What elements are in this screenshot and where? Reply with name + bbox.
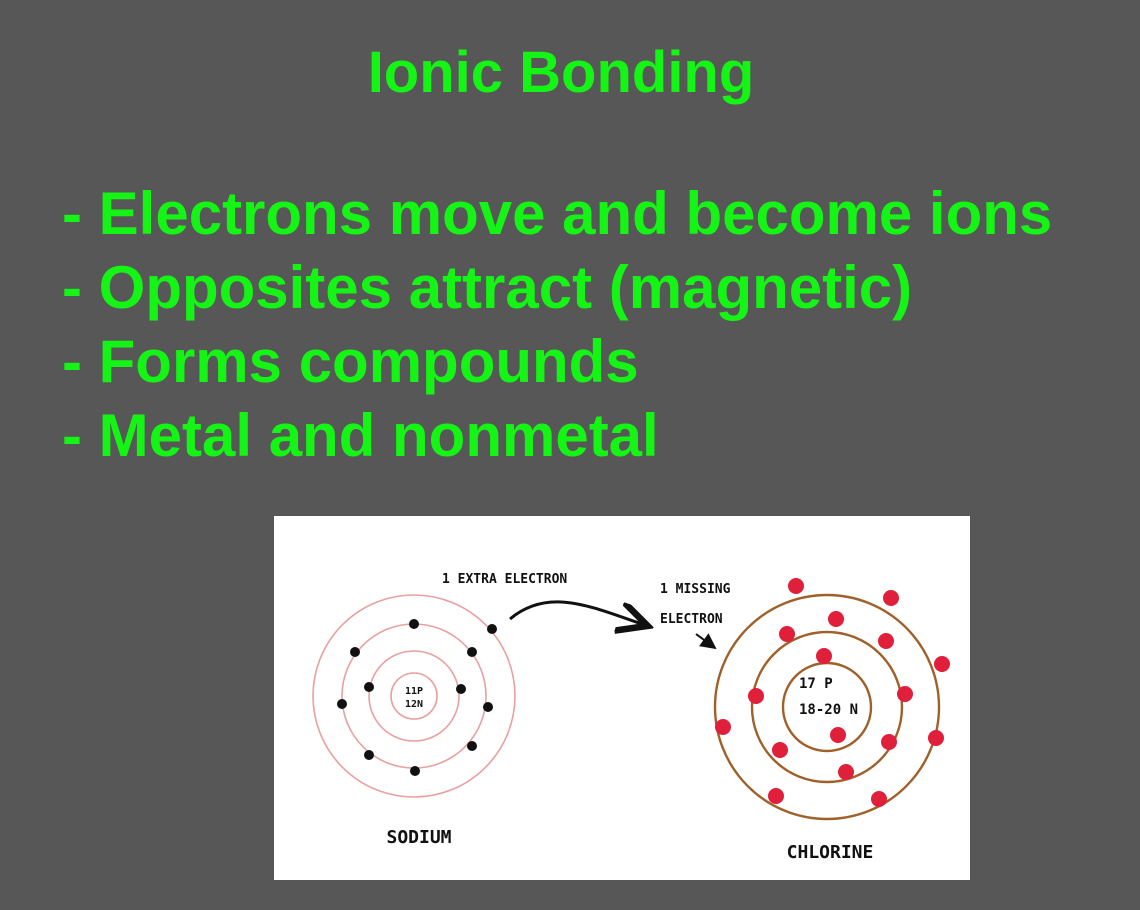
slide-title: Ionic Bonding [367, 40, 755, 105]
electron [409, 619, 419, 629]
chlorine-neutrons: 18-20 N [799, 702, 858, 718]
electron [878, 633, 894, 649]
extra-electron-label: 1 EXTRA ELECTRON [442, 572, 567, 587]
missing-electron-pointer [695, 633, 717, 650]
electron-transfer-arrow [509, 600, 642, 624]
electron [483, 702, 493, 712]
missing-electron-label-line2: ELECTRON [660, 612, 723, 627]
electron [897, 686, 913, 702]
electron [364, 750, 374, 760]
chlorine-middle-shell [750, 630, 904, 784]
electron [871, 791, 887, 807]
electron [883, 590, 899, 606]
electron [788, 578, 804, 594]
sodium-protons: 11P [405, 686, 423, 697]
electron [748, 688, 764, 704]
chlorine-atom: 17 P 18-20 N [713, 578, 950, 863]
chlorine-label: CHLORINE [787, 842, 874, 863]
electron [364, 682, 374, 692]
bullet-item: - Electrons move and become ions [62, 180, 1053, 247]
sodium-outer-shell [312, 594, 516, 798]
electron [830, 727, 846, 743]
electron [337, 699, 347, 709]
bullet-list: - Electrons move and become ions - Oppos… [62, 177, 1052, 473]
diagram-svg: 11P 12N SODIUM 1 [312, 572, 950, 863]
electron [881, 734, 897, 750]
sodium-inner-shell [368, 650, 460, 742]
chlorine-outer-shell [713, 593, 941, 821]
electron [828, 611, 844, 627]
electron [487, 624, 497, 634]
electron [350, 647, 360, 657]
sodium-atom: 11P 12N SODIUM [312, 594, 516, 848]
electron [715, 719, 731, 735]
electron [467, 741, 477, 751]
electron [768, 788, 784, 804]
electron [928, 730, 944, 746]
bullet-item: - Metal and nonmetal [62, 402, 659, 469]
electron [779, 626, 795, 642]
electron [456, 684, 466, 694]
bullet-item: - Forms compounds [62, 328, 639, 395]
chlorine-electrons [715, 578, 950, 807]
electron [838, 764, 854, 780]
sodium-nucleus [390, 672, 438, 720]
electron [772, 742, 788, 758]
missing-electron-label-line1: 1 MISSING [660, 582, 731, 597]
electron [816, 648, 832, 664]
ionic-bond-diagram: 11P 12N SODIUM 1 [274, 516, 970, 880]
sodium-neutrons: 12N [405, 699, 423, 710]
chlorine-protons: 17 P [799, 676, 833, 692]
electron [934, 656, 950, 672]
electron [410, 766, 420, 776]
bullet-item: - Opposites attract (magnetic) [62, 254, 913, 321]
electron [467, 647, 477, 657]
sodium-label: SODIUM [386, 827, 451, 848]
sodium-electrons [337, 619, 497, 776]
